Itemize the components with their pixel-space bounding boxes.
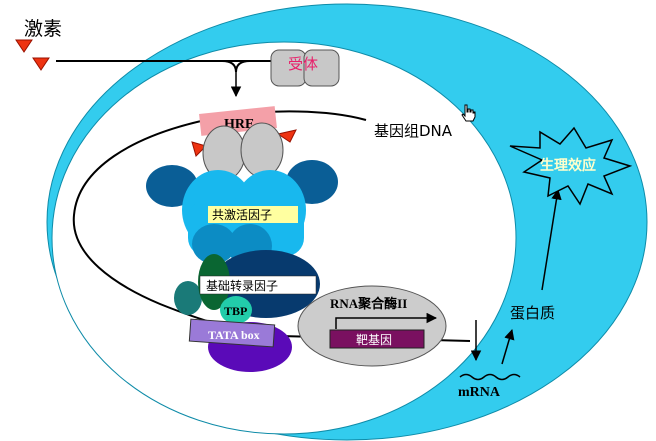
- hormone-molecule-1: [15, 39, 33, 53]
- transcription-arrow: [335, 312, 438, 329]
- tata-box-label: TATA box: [208, 328, 260, 342]
- target-gene: [329, 329, 425, 349]
- tbp-protein: [220, 296, 252, 324]
- effect-arrow: [541, 188, 562, 291]
- basal-tf-label: 基础转录因子: [206, 278, 278, 293]
- starburst-icon: [509, 126, 633, 206]
- tata-box: [188, 318, 276, 348]
- hormone-molecule-2: [32, 57, 50, 71]
- tbp-label: TBP: [224, 304, 247, 318]
- effect-label: 生理效应: [540, 157, 596, 174]
- coactivator-label: 共激活因子: [212, 208, 272, 222]
- target-gene-label: 靶基因: [356, 333, 392, 347]
- protein-label: 蛋白质: [510, 304, 555, 322]
- translation-arrow: [501, 328, 515, 365]
- receptor-dimer-right: [240, 122, 284, 178]
- basal-tf-label-bg: [199, 275, 317, 295]
- rna-pol-label: RNA聚合酶II: [330, 296, 407, 311]
- genome-dna-label: 基因组DNA: [374, 122, 453, 140]
- hand-pointer-icon: [461, 104, 476, 122]
- coactivator-inner-left: [192, 224, 236, 264]
- receptor-label: 受体: [288, 55, 318, 73]
- mrna-strand: [459, 373, 521, 381]
- mrna-label: mRNA: [458, 385, 501, 400]
- teal-subunit: [174, 281, 202, 315]
- hormone-label: 激素: [24, 18, 62, 40]
- coactivator-label-bg: [208, 206, 298, 223]
- bound-hormone-right: [276, 129, 297, 143]
- receptor-right: [303, 49, 340, 87]
- bound-hormone-left: [191, 141, 207, 157]
